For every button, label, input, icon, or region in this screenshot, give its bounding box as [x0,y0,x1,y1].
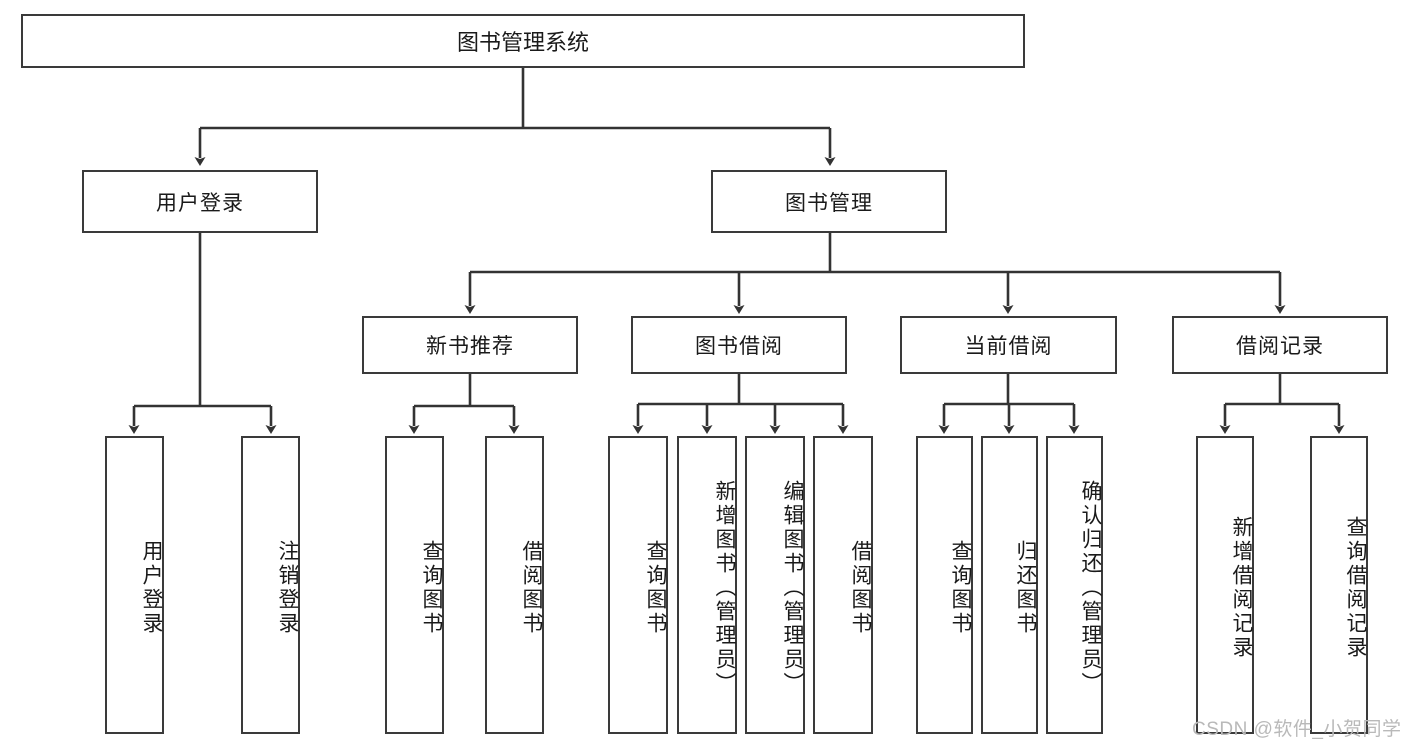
node-book-management[interactable]: 图书管理 [711,170,947,233]
leaf-return-book[interactable]: 归还图书 [981,436,1038,734]
leaf-edit-book-admin[interactable]: 编辑图书（管理员） [745,436,805,734]
leaf-return-book-label: 归还图书 [1014,540,1037,636]
node-user-login-label: 用户登录 [156,191,244,215]
leaf-add-book-admin[interactable]: 新增图书（管理员） [677,436,737,734]
leaf-query-book-current[interactable]: 查询图书 [916,436,973,734]
node-book-borrow-label: 图书借阅 [695,335,783,358]
node-book-management-label: 图书管理 [785,191,873,215]
leaf-query-book-current-label: 查询图书 [949,540,972,636]
node-new-book-recommend-label: 新书推荐 [426,335,514,358]
leaf-query-book-recommend-label: 查询图书 [420,540,443,636]
node-new-book-recommend[interactable]: 新书推荐 [362,316,578,374]
leaf-confirm-return-admin-label: 确认归还（管理员） [1079,480,1102,696]
leaf-borrow-book-recommend-label: 借阅图书 [520,540,543,636]
leaf-query-book-borrow-label: 查询图书 [644,540,667,636]
node-current-borrow[interactable]: 当前借阅 [900,316,1117,374]
leaf-user-login[interactable]: 用户登录 [105,436,164,734]
node-current-borrow-label: 当前借阅 [964,335,1053,358]
node-borrow-record-label: 借阅记录 [1236,335,1324,358]
leaf-confirm-return-admin[interactable]: 确认归还（管理员） [1046,436,1103,734]
leaf-add-borrow-record[interactable]: 新增借阅记录 [1196,436,1254,734]
node-user-login[interactable]: 用户登录 [82,170,318,233]
leaf-borrow-book-label: 借阅图书 [849,540,872,636]
leaf-query-book-borrow[interactable]: 查询图书 [608,436,668,734]
leaf-logout-label: 注销登录 [276,540,299,636]
leaf-borrow-book-recommend[interactable]: 借阅图书 [485,436,544,734]
node-root-label: 图书管理系统 [456,30,589,55]
leaf-edit-book-admin-label: 编辑图书（管理员） [781,480,804,696]
node-root[interactable]: 图书管理系统 [21,14,1025,68]
leaf-add-borrow-record-label: 新增借阅记录 [1230,516,1253,660]
node-book-borrow[interactable]: 图书借阅 [631,316,847,374]
watermark: CSDN @软件_小贺同学 [1192,719,1402,740]
leaf-query-book-recommend[interactable]: 查询图书 [385,436,444,734]
leaf-query-borrow-record[interactable]: 查询借阅记录 [1310,436,1368,734]
leaf-query-borrow-record-label: 查询借阅记录 [1344,516,1367,660]
leaf-add-book-admin-label: 新增图书（管理员） [713,480,736,696]
leaf-logout[interactable]: 注销登录 [241,436,300,734]
leaf-borrow-book[interactable]: 借阅图书 [813,436,873,734]
leaf-user-login-label: 用户登录 [140,540,163,636]
node-borrow-record[interactable]: 借阅记录 [1172,316,1388,374]
